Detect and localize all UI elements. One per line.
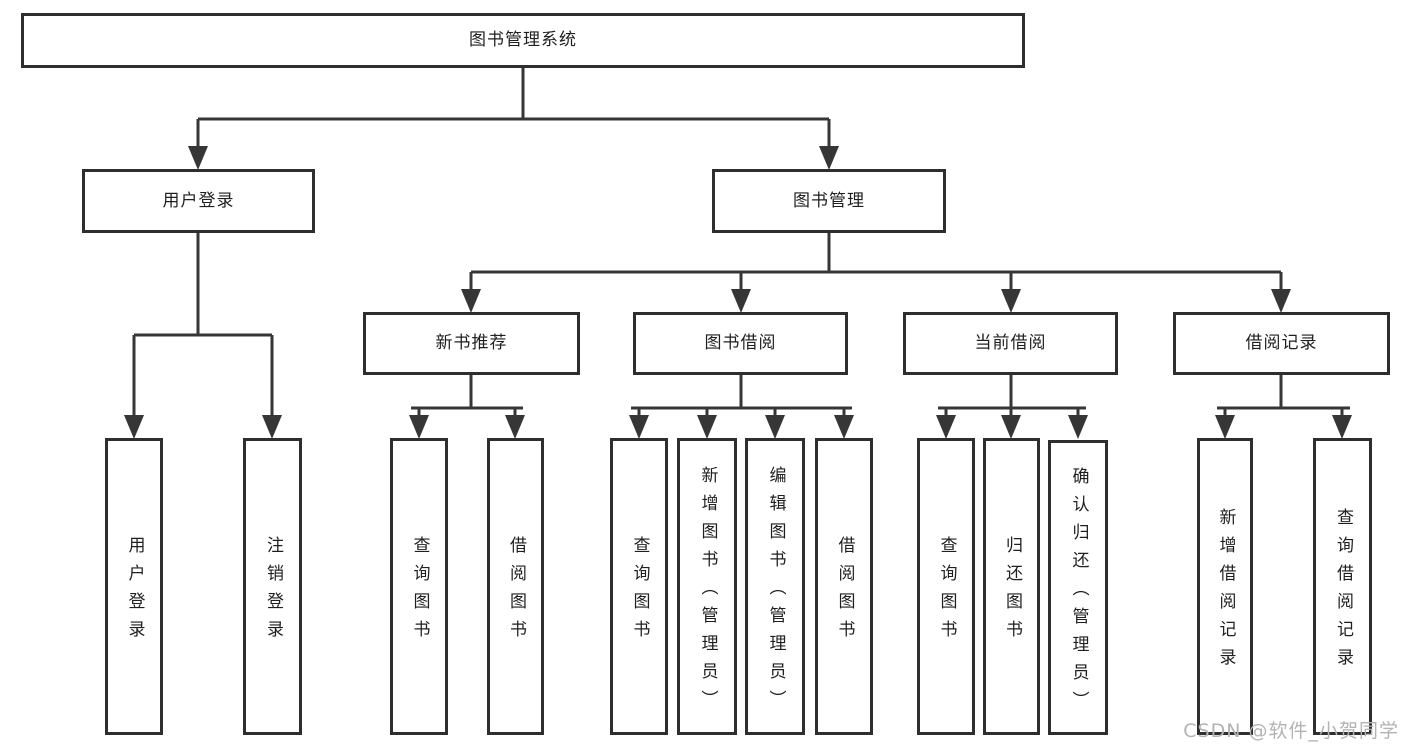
node-borrowing-records: 借阅记录 [1173, 312, 1390, 375]
leaf-records-add-record: 新增借阅记录 [1197, 438, 1253, 735]
arrowhead-icon [188, 146, 208, 170]
arrowhead-icon [936, 415, 956, 439]
arrowhead-icon [1215, 415, 1235, 439]
arrowhead-icon [124, 415, 144, 439]
leaf-borrow-add-books: 新增图书（管理员） [677, 438, 737, 735]
leaf-records-query-record: 查询借阅记录 [1313, 438, 1372, 735]
arrowhead-icon [1001, 289, 1021, 313]
leaf-borrow-query-books: 查询图书 [610, 438, 668, 735]
connector-path [132, 68, 1350, 419]
leaf-borrow-edit-books: 编辑图书（管理员） [745, 438, 805, 735]
watermark-text: CSDN @软件_小贺同学 [1183, 720, 1399, 742]
leaf-current-query-books: 查询图书 [917, 438, 975, 735]
arrowhead-icon [1332, 415, 1352, 439]
leaf-current-return-books: 归还图书 [983, 438, 1040, 735]
arrowhead-icon [765, 415, 785, 439]
node-user-login: 用户登录 [82, 169, 315, 233]
leaf-recommend-borrow-books: 借阅图书 [487, 438, 544, 735]
node-book-borrowing: 图书借阅 [633, 312, 848, 375]
leaf-user-login: 用户登录 [105, 438, 163, 735]
arrowhead-icon [505, 415, 525, 439]
node-current-borrowing: 当前借阅 [903, 312, 1118, 375]
arrowhead-icon [1271, 289, 1291, 313]
node-root: 图书管理系统 [21, 13, 1025, 68]
arrowhead-icon [819, 146, 839, 170]
arrowhead-icon [1001, 415, 1021, 439]
node-book-management: 图书管理 [712, 169, 946, 233]
arrowhead-icon [1068, 415, 1088, 439]
arrowhead-icon [262, 415, 282, 439]
arrowhead-icon [697, 415, 717, 439]
arrowhead-icon [409, 415, 429, 439]
leaf-borrow-borrow-books: 借阅图书 [815, 438, 873, 735]
arrowhead-icon [629, 415, 649, 439]
arrowhead-icon [731, 289, 751, 313]
leaf-current-confirm-return: 确认归还（管理员） [1048, 440, 1108, 735]
node-new-book-recommend: 新书推荐 [363, 312, 580, 375]
arrowhead-icon [461, 289, 481, 313]
leaf-logout: 注销登录 [243, 438, 302, 735]
leaf-recommend-query-books: 查询图书 [390, 438, 448, 735]
arrowhead-icon [834, 415, 854, 439]
